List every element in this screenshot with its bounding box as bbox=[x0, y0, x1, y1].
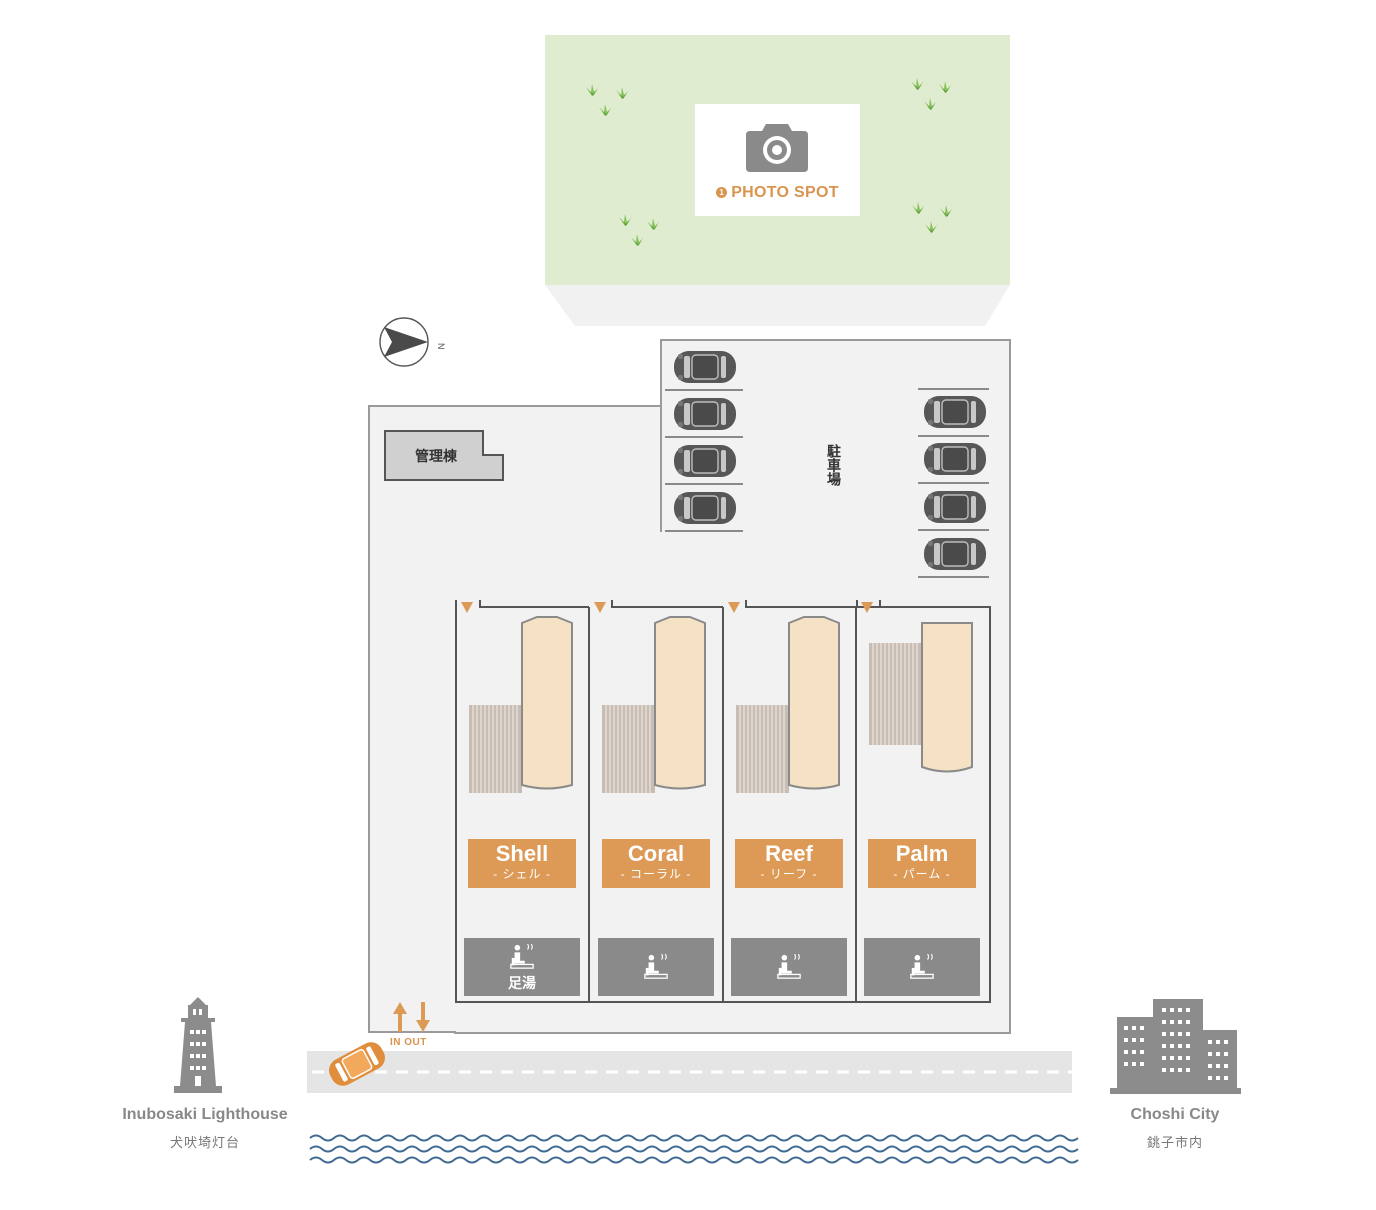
unit-kana: - コーラル - bbox=[620, 867, 692, 881]
foot-bath-palm bbox=[864, 938, 980, 996]
office-building bbox=[384, 430, 504, 481]
parking-label: 駐車場 bbox=[826, 444, 842, 486]
camera-icon bbox=[746, 124, 808, 172]
city-name: Choshi City bbox=[1130, 1106, 1220, 1123]
unit-plate-palm[interactable]: Palm - パーム - bbox=[868, 839, 976, 888]
lighthouse-name: Inubosaki Lighthouse bbox=[122, 1106, 288, 1123]
villa-units bbox=[455, 600, 991, 1003]
photo-spot-text: PHOTO SPOT bbox=[731, 184, 839, 201]
foot-bath-icon bbox=[644, 954, 668, 979]
foot-bath-label: 足湯 bbox=[508, 975, 536, 991]
foot-bath-icon bbox=[510, 944, 534, 969]
sea-waves bbox=[309, 1134, 1079, 1164]
compass-icon bbox=[379, 317, 429, 367]
office-label: 管理棟 bbox=[415, 448, 457, 464]
foot-bath-icon bbox=[910, 954, 934, 979]
foot-bath-icon bbox=[777, 954, 801, 979]
unit-name: Coral bbox=[627, 841, 685, 866]
unit-name: Palm bbox=[895, 841, 949, 866]
lawn-step bbox=[545, 285, 1010, 326]
unit-name: Reef bbox=[765, 841, 813, 866]
entrance-label: IN OUT bbox=[390, 1037, 427, 1048]
unit-plate-reef[interactable]: Reef - リーフ - bbox=[735, 839, 843, 888]
lighthouse-icon bbox=[174, 997, 222, 1093]
compass-north-label: N bbox=[436, 343, 446, 350]
foot-bath-reef bbox=[731, 938, 847, 996]
city-name-jp: 銚子市内 bbox=[1146, 1135, 1203, 1150]
parking-lines bbox=[665, 388, 989, 578]
unit-kana: - シェル - bbox=[493, 867, 551, 881]
unit-kana: - リーフ - bbox=[760, 867, 818, 881]
photo-spot-number: 1 bbox=[716, 187, 728, 198]
unit-name: Shell bbox=[495, 841, 549, 866]
lighthouse-name-jp: 犬吠埼灯台 bbox=[169, 1135, 240, 1150]
foot-bath-shell: 足湯 bbox=[464, 938, 580, 996]
unit-kana: - パーム - bbox=[893, 867, 951, 881]
foot-bath-coral bbox=[598, 938, 714, 996]
city-buildings-icon bbox=[1110, 999, 1241, 1094]
unit-plate-shell[interactable]: Shell - シェル - bbox=[468, 839, 576, 888]
driving-car-icon bbox=[329, 1042, 385, 1086]
entrance-arrows-icon bbox=[393, 1002, 430, 1032]
unit-plate-coral[interactable]: Coral - コーラル - bbox=[602, 839, 710, 888]
